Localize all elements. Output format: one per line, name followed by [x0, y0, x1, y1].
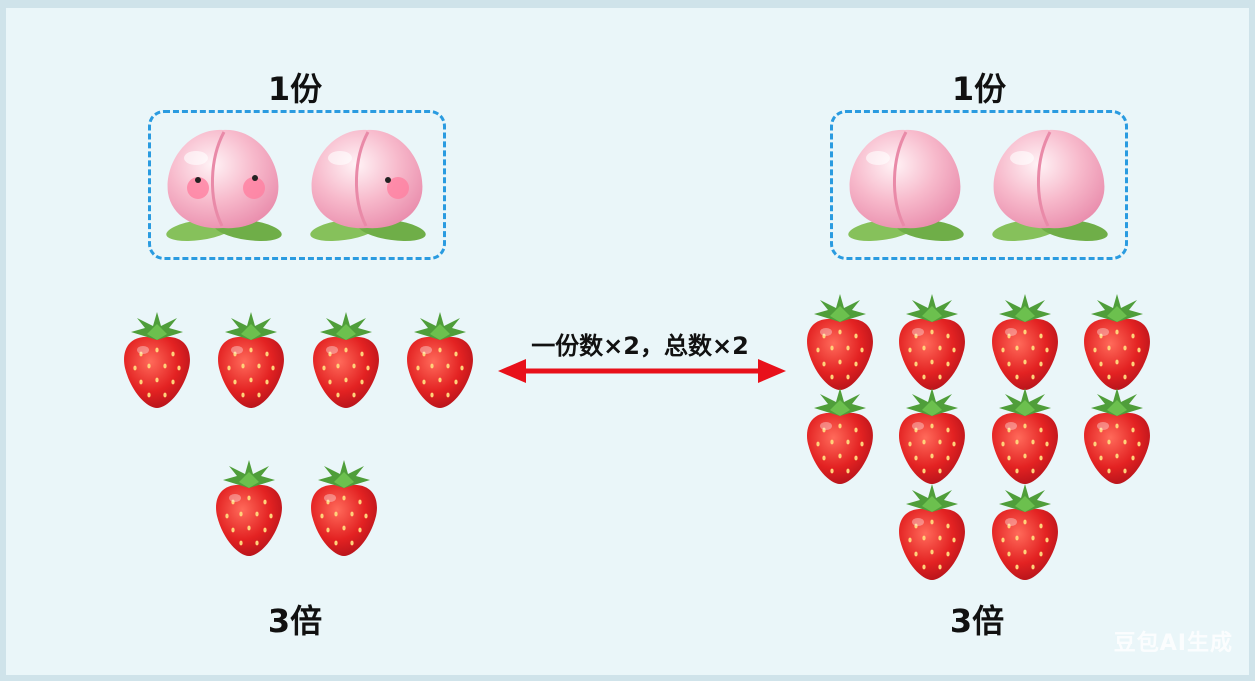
strawberry-icon: [892, 292, 972, 392]
strawberry-icon: [306, 310, 386, 410]
peach-icon: [840, 118, 970, 248]
arrow-caption: 一份数×2，总数×2: [531, 332, 749, 360]
strawberry-icon: [800, 292, 880, 392]
watermark: 豆包AI生成: [1113, 631, 1233, 656]
double-arrow-icon: [498, 359, 786, 383]
strawberry-icon: [117, 310, 197, 410]
right-top-label: 1份: [951, 70, 1007, 108]
peach-icon: [158, 118, 288, 248]
left-top-label: 1份: [267, 70, 323, 108]
left-bottom-label: 3倍: [267, 602, 323, 640]
peach-icon: [984, 118, 1114, 248]
right-bottom-label: 3倍: [949, 602, 1005, 640]
strawberry-icon: [985, 292, 1065, 392]
strawberry-icon: [985, 482, 1065, 582]
strawberry-icon: [892, 386, 972, 486]
strawberry-icon: [1077, 386, 1157, 486]
strawberry-icon: [400, 310, 480, 410]
strawberry-icon: [985, 386, 1065, 486]
peach-icon: [302, 118, 432, 248]
strawberry-icon: [304, 458, 384, 558]
right-peach-box: [830, 110, 1128, 260]
strawberry-icon: [892, 482, 972, 582]
strawberry-icon: [1077, 292, 1157, 392]
strawberry-icon: [209, 458, 289, 558]
left-peach-box: [148, 110, 446, 260]
strawberry-icon: [211, 310, 291, 410]
strawberry-icon: [800, 386, 880, 486]
